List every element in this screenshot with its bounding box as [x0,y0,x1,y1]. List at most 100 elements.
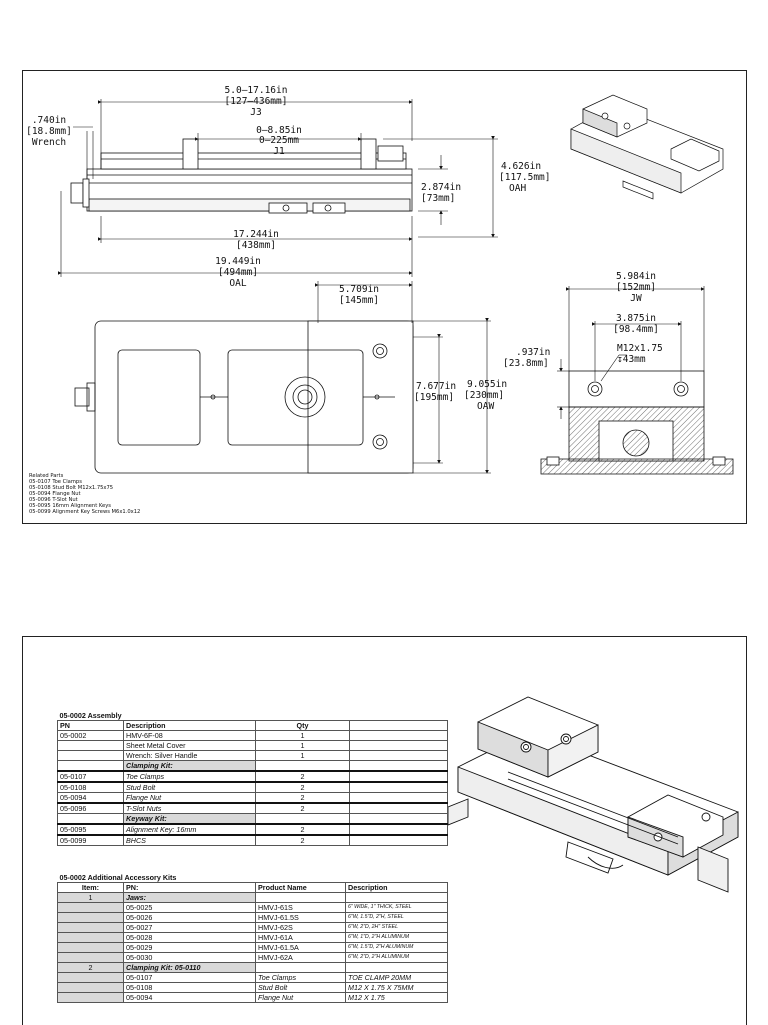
height-line1: 2.874in [421,182,461,193]
j3-line1: 5.0–17.16in [225,85,288,96]
plan-view [74,320,414,474]
group-item-number: 1 [57,892,124,903]
table-cell: 05-0026 [123,912,256,923]
assembly-header-description: Description [123,720,256,731]
table-cell: 2 [255,770,350,783]
table-row: 05-0029 HMVJ-61.5A 6"W, 1.5"D, 2"H ALUMI… [57,942,449,953]
table-cell: 2 [255,792,350,804]
side-view [70,138,413,214]
table-cell: M12 X 1.75 [344,992,449,1003]
j1-line2: 0–225mm [259,135,299,146]
table-row: 05-0025 HMVJ-61S 6" WIDE, 1" THICK, STEE… [57,902,449,913]
plan-view-labels: 5.709in [145mm] 7.677in [195mm] 9.055in … [339,284,507,412]
related-parts-line: 05-0107 Toe Clamps [29,479,82,485]
side-view-labels: 5.0–17.16in [127–436mm] J3 0–8.85in 0–22… [26,85,550,289]
table-cell [255,962,346,973]
table-cell: Clamping Kit: [123,760,256,772]
inner-width-line2: [195mm] [414,392,454,403]
table-cell [348,781,449,793]
table-cell: 1 [255,740,350,751]
table-cell: Stud Bolt [123,781,256,793]
j1-line3: J1 [273,146,285,157]
oaw-line1: 9.055in [467,379,507,390]
table-cell: 1 [255,730,350,741]
table-cell: Wrench: Silver Handle [123,750,256,761]
table-cell [348,792,449,804]
assembly-header-row: PN Description Qty [57,720,449,731]
table-cell: 2 [255,781,350,793]
table-row: 05-0108 Stud Bolt 2 [57,781,449,793]
j3-line3: J3 [250,107,261,118]
table-cell [348,730,449,741]
oal-line3: OAL [229,278,246,289]
table-cell: 6" WIDE, 1" THICK, STEEL [344,902,449,913]
table-cell: 05-0002 [57,730,124,741]
table-row: Sheet Metal Cover 1 [57,740,449,751]
table-cell: 05-0107 [57,770,124,783]
table-cell: Flange Nut [123,792,256,804]
table-cell: HMVJ-62S [255,922,346,933]
jw-line1: 5.984in [616,271,656,282]
hole-spacing-line2: [98.4mm] [613,324,659,335]
table-cell: 6"W, 1.5"D, 2"H, STEEL [344,912,449,923]
group-label: Jaws: [123,892,256,903]
inner-width-line1: 7.677in [416,381,456,392]
table-row: Wrench: Silver Handle 1 [57,750,449,761]
table-row: 05-0094 Flange Nut M12 X 1.75 [57,992,449,1003]
jaw-height-line1: .937in [516,347,550,358]
related-parts-line: 05-0099 Alignment Key Screws M6x1.0x12 [29,509,140,515]
table-cell: HMV-6F-08 [123,730,256,741]
table-cell [57,982,124,993]
table-row: 05-0002 HMV-6F-08 1 [57,730,449,741]
plan-view-dims [315,281,491,474]
end-view-dims [557,286,705,419]
assembly-title: 05-0002 Assembly [57,711,448,721]
jaw-height-line2: [23.8mm] [503,358,549,369]
accessory-header-description: Description [344,882,449,893]
table-row: 05-0026 HMVJ-61.5S 6"W, 1.5"D, 2"H, STEE… [57,912,449,923]
technical-drawing: 5.0–17.16in [127–436mm] J3 0–8.85in 0–22… [26,85,734,515]
oah-line3: OAH [509,183,526,194]
table-cell: 05-0030 [123,952,256,963]
related-parts-line: 05-0094 Flange Nut [29,491,81,497]
accessory-title-row: 05-0002 Additional Accessory Kits [57,873,448,883]
table-cell [255,760,350,772]
wrench-line3: Wrench [32,137,66,148]
table-row: Keyway Kit: [57,813,449,825]
table-cell [348,834,449,846]
table-cell [57,750,124,761]
table-cell: TOE CLAMP 20MM [344,972,449,983]
table-cell [57,902,124,913]
table-cell: Stud Bolt [255,982,346,993]
table-cell [348,823,449,836]
hole-spacing-line1: 3.875in [616,313,656,324]
table-cell [57,952,124,963]
table-row: Clamping Kit: [57,760,449,772]
table-cell: Toe Clamps [255,972,346,983]
table-cell: 6"W, 1.5"D, 2"H ALUMINUM [344,942,449,953]
accessory-header-item: Item: [57,882,124,893]
group-label: Clamping Kit: 05-0110 [123,962,256,973]
table-row: 05-0094 Flange Nut 2 [57,792,449,804]
related-parts-line: 05-0096 T-Slot Nut [29,497,78,503]
table-cell: 2 [255,823,350,836]
table-cell: HMVJ-61.5A [255,942,346,953]
table-row: 05-0096 T-Slot Nuts 2 [57,802,449,814]
accessory-header-pn: PN: [123,882,256,893]
thread-line1: M12x1.75 [617,343,663,354]
table-cell: 05-0099 [57,834,124,846]
wrench-line1: .740in [32,115,66,126]
table-cell: Flange Nut [255,992,346,1003]
oal-line1: 19.449in [215,256,261,267]
table-cell [57,922,124,933]
end-view [540,370,734,475]
oah-line2: [117.5mm] [499,172,550,183]
table-cell [255,813,350,825]
assembly-title-row: 05-0002 Assembly [57,711,448,721]
table-row: 05-0107 Toe Clamps TOE CLAMP 20MM [57,972,449,983]
group-row: 2 Clamping Kit: 05-0110 [57,962,449,973]
table-cell [57,813,124,825]
table-cell [348,740,449,751]
table-cell: 05-0027 [123,922,256,933]
wrench-line2: [18.8mm] [26,126,72,137]
